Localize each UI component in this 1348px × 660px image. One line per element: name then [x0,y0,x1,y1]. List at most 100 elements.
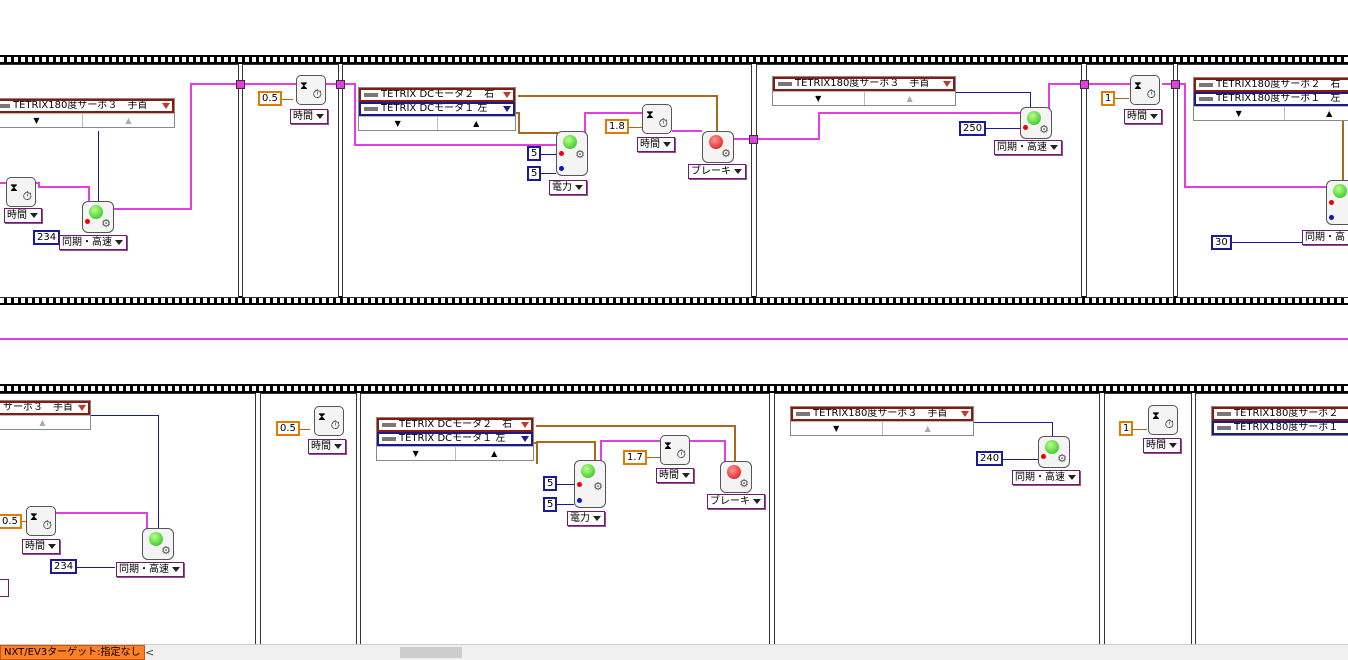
down-button[interactable]: ▼ [791,422,883,435]
up-button[interactable]: ▲ [456,447,534,460]
down-button[interactable]: ▼ [0,114,83,127]
motor-mode-select[interactable]: 同期・高速 [116,562,184,577]
servo-config-block[interactable]: サーボ３ 手首 ▲ [0,400,91,430]
numeric-constant[interactable]: 5 [543,497,557,512]
down-button[interactable]: ▼ [377,447,456,460]
dropdown-arrow-icon[interactable] [521,422,529,428]
motor-block[interactable] [1326,180,1348,225]
servo-select[interactable]: TETRIX180度サーボ２ 右 [1194,78,1348,92]
numeric-constant[interactable]: 0.5 [276,421,300,436]
servo-label: TETRIX180度サーボ３ 手首 [13,100,147,111]
timer-mode-select[interactable]: 時間 [1124,109,1162,124]
motor-block[interactable]: ⚙ [82,201,114,233]
brake-mode-select[interactable]: ブレーキ [707,494,765,509]
numeric-constant[interactable]: 250 [959,121,986,136]
servo-config-block[interactable]: TETRIX180度サーボ２ 右 TETRIX180度サーボ１ 左 ▼▲ [1193,77,1348,121]
up-button[interactable]: ▲ [865,92,956,105]
timer-mode-select[interactable]: 時間 [4,208,42,223]
down-button[interactable]: ▼ [359,117,438,130]
servo-select[interactable]: TETRIX180度サーボ３ 手首 [0,99,174,113]
timer-block[interactable]: ⧗ ⏱ [1148,405,1178,435]
down-button[interactable]: ▼ [773,92,865,105]
motor-select[interactable]: TETRIX DCモータ１ 左 [377,432,533,446]
servo-label: TETRIX180度サーボ３ 手首 [795,78,929,89]
brake-block[interactable]: ⚙ [720,461,752,493]
numeric-constant[interactable]: 5 [543,476,557,491]
timer-block[interactable]: ⧗ ⏱ [314,406,344,436]
timer-mode-select[interactable]: 時間 [637,137,675,152]
motor-select[interactable]: TETRIX DCモータ２ 右 [359,88,515,102]
numeric-constant[interactable]: 1.7 [623,450,647,465]
timer-mode-select[interactable]: 時間 [656,468,694,483]
up-button[interactable]: ▲ [438,117,516,130]
error-wire [38,186,88,188]
servo-config-block[interactable]: TETRIX180度サーボ３ 手首 ▼▲ [0,98,175,128]
timer-mode-select[interactable]: 時間 [308,439,346,454]
dropdown-arrow-icon[interactable] [503,92,511,98]
servo-select[interactable]: TETRIX180度サーボ２ [1212,407,1348,421]
numeric-constant[interactable]: 5 [527,146,541,161]
timer-mode-select[interactable]: 時間 [1143,438,1181,453]
motor-block[interactable]: ⚙ [574,460,606,508]
block-diagram-canvas[interactable]: TETRIX180度サーボ３ 手首 ▼▲ ⧗ ⏱ 時間 ⚙ 234 同期・高速 … [0,0,1348,644]
servo-select[interactable]: サーボ３ 手首 [0,401,90,415]
config-buttons: ▼▲ [377,446,533,460]
timer-block[interactable]: ⧗ ⏱ [660,435,690,465]
numeric-constant[interactable]: 234 [33,230,60,245]
dropdown-arrow-icon[interactable] [943,81,951,87]
dropdown-arrow-icon[interactable] [162,103,170,109]
numeric-constant[interactable]: 1 [1119,421,1133,436]
motor-mode-select[interactable]: 同期・高速 [994,140,1062,155]
motor-block[interactable]: ⚙ [1020,107,1052,139]
down-button[interactable]: ▼ [1194,107,1285,120]
numeric-constant[interactable]: 0.5 [0,514,22,529]
motor-mode-select[interactable]: 同期・高速 [1012,470,1080,485]
numeric-constant[interactable]: 240 [976,451,1003,466]
motor-mode-select[interactable]: 同期・高 [1302,230,1348,245]
motor-mode-select[interactable]: 電力 [567,511,605,526]
timer-block[interactable]: ⧗ ⏱ [1130,75,1160,105]
motor-select[interactable]: TETRIX DCモータ２ 右 [377,418,533,432]
motor-block[interactable]: ⚙ [1038,436,1070,468]
motor-mode-select[interactable]: 電力 [549,180,587,195]
motor-block[interactable]: ⚙ [142,528,174,560]
servo-config-block[interactable]: TETRIX180度サーボ３ 手首 ▼▲ [772,76,956,106]
dropdown-arrow-icon[interactable] [521,436,529,442]
numeric-constant[interactable]: 0.5 [258,91,282,106]
timer-block[interactable]: ⧗ ⏱ [296,75,326,105]
timer-mode-select[interactable]: 時間 [290,109,328,124]
horizontal-scrollbar-thumb[interactable] [400,647,462,658]
timer-mode-select[interactable]: 時間 [22,539,60,554]
stopwatch-icon: ⏱ [1147,87,1156,102]
numeric-constant[interactable]: 234 [50,559,77,574]
up-button[interactable]: ▲ [0,416,90,429]
dropdown-arrow-icon[interactable] [78,405,86,411]
up-button[interactable]: ▲ [883,422,974,435]
motor-select[interactable]: TETRIX DCモータ１ 左 [359,102,515,116]
brake-mode-select[interactable]: ブレーキ [688,164,746,179]
motor-mode-select[interactable]: 同期・高速 [59,235,127,250]
numeric-constant[interactable]: 1 [1101,91,1115,106]
dropdown-arrow-icon[interactable] [503,106,511,112]
servo-select[interactable]: TETRIX180度サーボ３ 手首 [773,77,955,91]
dc-motor-config-block[interactable]: TETRIX DCモータ２ 右 TETRIX DCモータ１ 左 ▼▲ [376,417,534,461]
target-label[interactable]: NXT/EV3ターゲット:指定なし [0,645,145,660]
numeric-constant[interactable]: 5 [527,166,541,181]
up-button[interactable]: ▲ [1285,107,1348,120]
servo-config-block[interactable]: TETRIX180度サーボ３ 手首 ▼▲ [790,406,974,436]
timer-block[interactable]: ⧗ ⏱ [26,506,56,536]
dc-motor-config-block[interactable]: TETRIX DCモータ２ 右 TETRIX DCモータ１ 左 ▼▲ [358,87,516,131]
dropdown-arrow-icon[interactable] [961,411,969,417]
servo-config-block[interactable]: TETRIX180度サーボ２ TETRIX180度サーボ１ [1211,406,1348,436]
scroll-left-icon[interactable]: < [145,645,154,660]
servo-select[interactable]: TETRIX180度サーボ１ 左 [1194,92,1348,106]
servo-select[interactable]: TETRIX180度サーボ１ [1212,421,1348,435]
numeric-constant[interactable]: 1.8 [605,119,629,134]
timer-block[interactable]: ⧗ ⏱ [642,104,672,134]
brake-block[interactable]: ⚙ [702,131,734,163]
numeric-constant[interactable]: 30 [1211,235,1232,250]
up-button[interactable]: ▲ [83,114,174,127]
timer-block[interactable]: ⧗ ⏱ [6,177,36,207]
motor-block[interactable]: ⚙ [556,131,588,176]
servo-select[interactable]: TETRIX180度サーボ３ 手首 [791,407,973,421]
